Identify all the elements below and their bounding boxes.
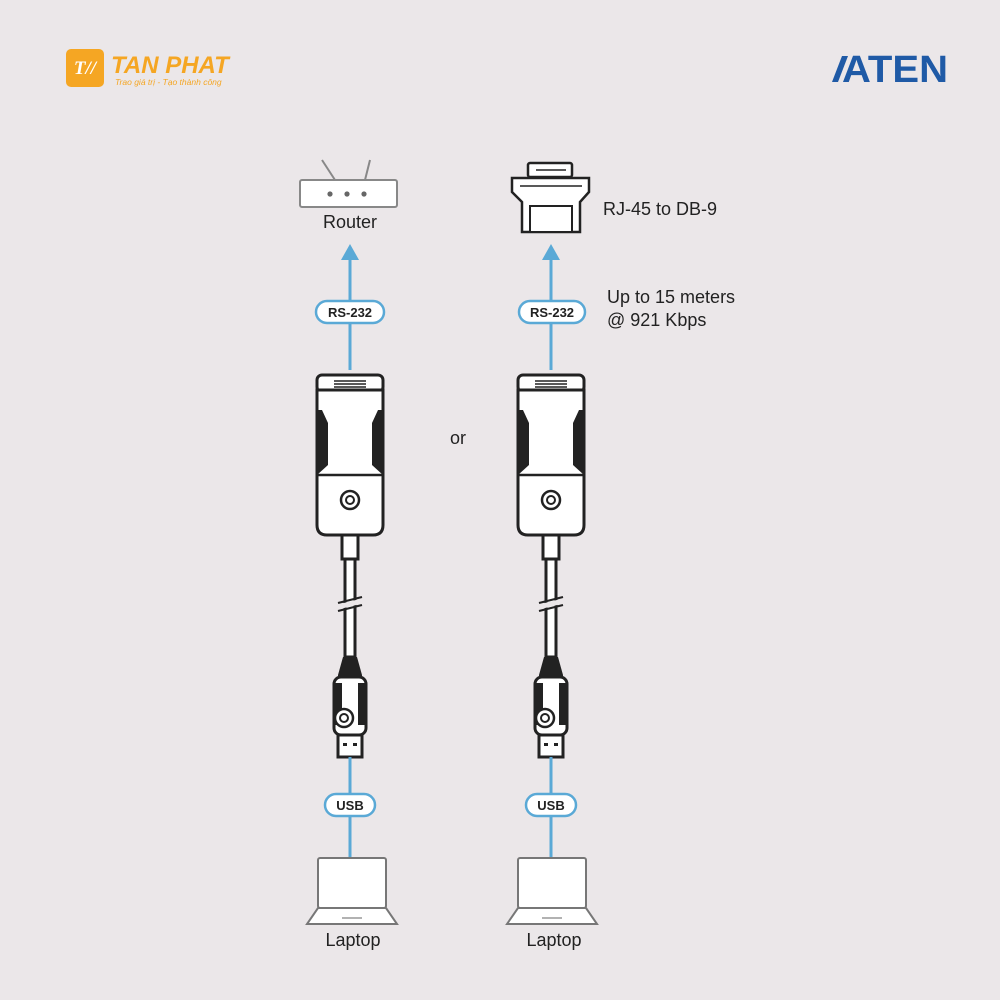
db9-label: RJ-45 to DB-9: [603, 199, 717, 219]
left-chain: Router RS-232 USB Laptop: [299, 159, 398, 950]
router-label: Router: [323, 212, 377, 232]
right-chain: RJ-45 to DB-9 RS-232 Up to 15 meters @ 9…: [506, 161, 735, 950]
aten-logo: ATEN: [832, 49, 948, 91]
left-laptop-label: Laptop: [325, 930, 380, 950]
left-usb-label: USB: [336, 798, 363, 813]
tanphat-logo-mark: [66, 49, 104, 87]
distance-note-line1: Up to 15 meters: [607, 287, 735, 307]
tanphat-brand-name: TAN PHAT: [111, 52, 231, 79]
svg-text:T//: T//: [74, 58, 98, 79]
right-laptop-label: Laptop: [526, 930, 581, 950]
distance-note-line2: @ 921 Kbps: [607, 310, 706, 330]
right-laptop-icon: [506, 857, 598, 925]
left-rs232-label: RS-232: [328, 305, 372, 320]
left-converter: [315, 373, 385, 759]
router-icon: [299, 159, 398, 208]
right-rs232-badge: RS-232: [517, 299, 587, 325]
left-usb-badge: USB: [323, 792, 377, 818]
tanphat-logo: T// TAN PHAT Trao giá trị - Tạo thành cô…: [66, 49, 231, 87]
right-usb-label: USB: [537, 798, 564, 813]
tanphat-tagline: Trao giá trị - Tạo thành công: [115, 77, 222, 87]
right-rs232-label: RS-232: [530, 305, 574, 320]
db9-adapter-icon: [510, 161, 591, 234]
or-label: or: [450, 428, 466, 448]
arrow-up-icon: [542, 244, 560, 260]
right-usb-badge: USB: [524, 792, 578, 818]
left-laptop-icon: [306, 857, 398, 925]
left-rs232-badge: RS-232: [314, 299, 386, 325]
arrow-up-icon: [341, 244, 359, 260]
aten-brand-name: ATEN: [842, 49, 948, 91]
right-converter: [516, 373, 586, 759]
